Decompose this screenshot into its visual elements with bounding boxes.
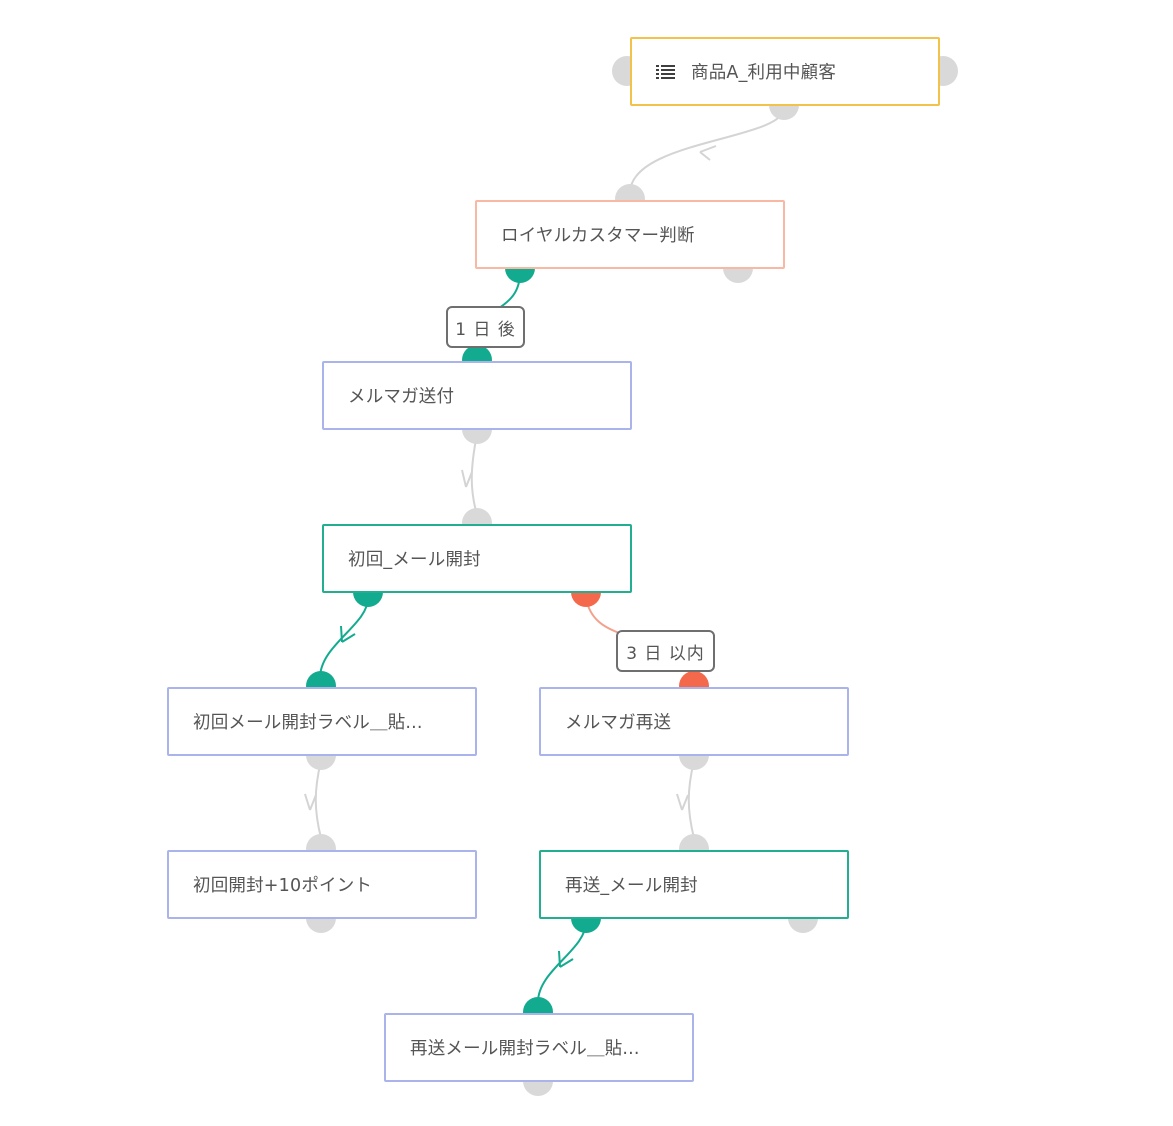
edge-send-firstopen[interactable] bbox=[470, 433, 478, 516]
node-resend-newsletter[interactable]: メルマガ再送 bbox=[539, 687, 849, 756]
edge-resend-resendopen[interactable] bbox=[687, 760, 695, 839]
arrow-resend-resendopen bbox=[676, 793, 689, 811]
edge-firstlabel-points[interactable] bbox=[314, 760, 322, 839]
node-source-segment[interactable]: 商品A_利用中顧客 bbox=[630, 37, 940, 106]
node-resend-mail-open[interactable]: 再送_メール開封 bbox=[539, 850, 849, 919]
edge-firstopen-firstlabel[interactable] bbox=[319, 597, 369, 679]
node-label: メルマガ送付 bbox=[348, 387, 455, 407]
arrow-firstlabel-points bbox=[304, 793, 317, 811]
edge-resendopen-resendlabel[interactable] bbox=[537, 921, 587, 1003]
within-badge[interactable]: 3 日 以内 bbox=[616, 630, 715, 672]
arrow-resendopen-resendlabel bbox=[558, 950, 574, 968]
node-send-newsletter[interactable]: メルマガ送付 bbox=[322, 361, 632, 430]
node-label: 初回_メール開封 bbox=[348, 550, 481, 570]
node-first-open-points[interactable]: 初回開封+10ポイント bbox=[167, 850, 477, 919]
node-label: メルマガ再送 bbox=[565, 713, 672, 733]
edge-source-judge[interactable] bbox=[629, 107, 785, 194]
arrow-source-judge bbox=[699, 145, 717, 161]
delay-badge[interactable]: 1 日 後 bbox=[446, 306, 525, 348]
node-first-open-label[interactable]: 初回メール開封ラベル＿貼... bbox=[167, 687, 477, 756]
arrow-send-firstopen bbox=[461, 469, 473, 488]
node-loyal-customer-judge[interactable]: ロイヤルカスタマー判断 bbox=[475, 200, 785, 269]
node-resend-open-label[interactable]: 再送メール開封ラベル＿貼... bbox=[384, 1013, 694, 1082]
node-label: 初回開封+10ポイント bbox=[193, 876, 373, 896]
node-label: 再送メール開封ラベル＿貼... bbox=[410, 1039, 640, 1059]
arrow-firstopen-firstlabel bbox=[340, 625, 356, 643]
list-icon bbox=[656, 64, 675, 79]
node-label: 再送_メール開封 bbox=[565, 876, 698, 896]
node-label: 商品A_利用中顧客 bbox=[691, 63, 837, 83]
node-label: ロイヤルカスタマー判断 bbox=[501, 226, 695, 246]
node-label: 初回メール開封ラベル＿貼... bbox=[193, 713, 423, 733]
node-first-mail-open[interactable]: 初回_メール開封 bbox=[322, 524, 632, 593]
